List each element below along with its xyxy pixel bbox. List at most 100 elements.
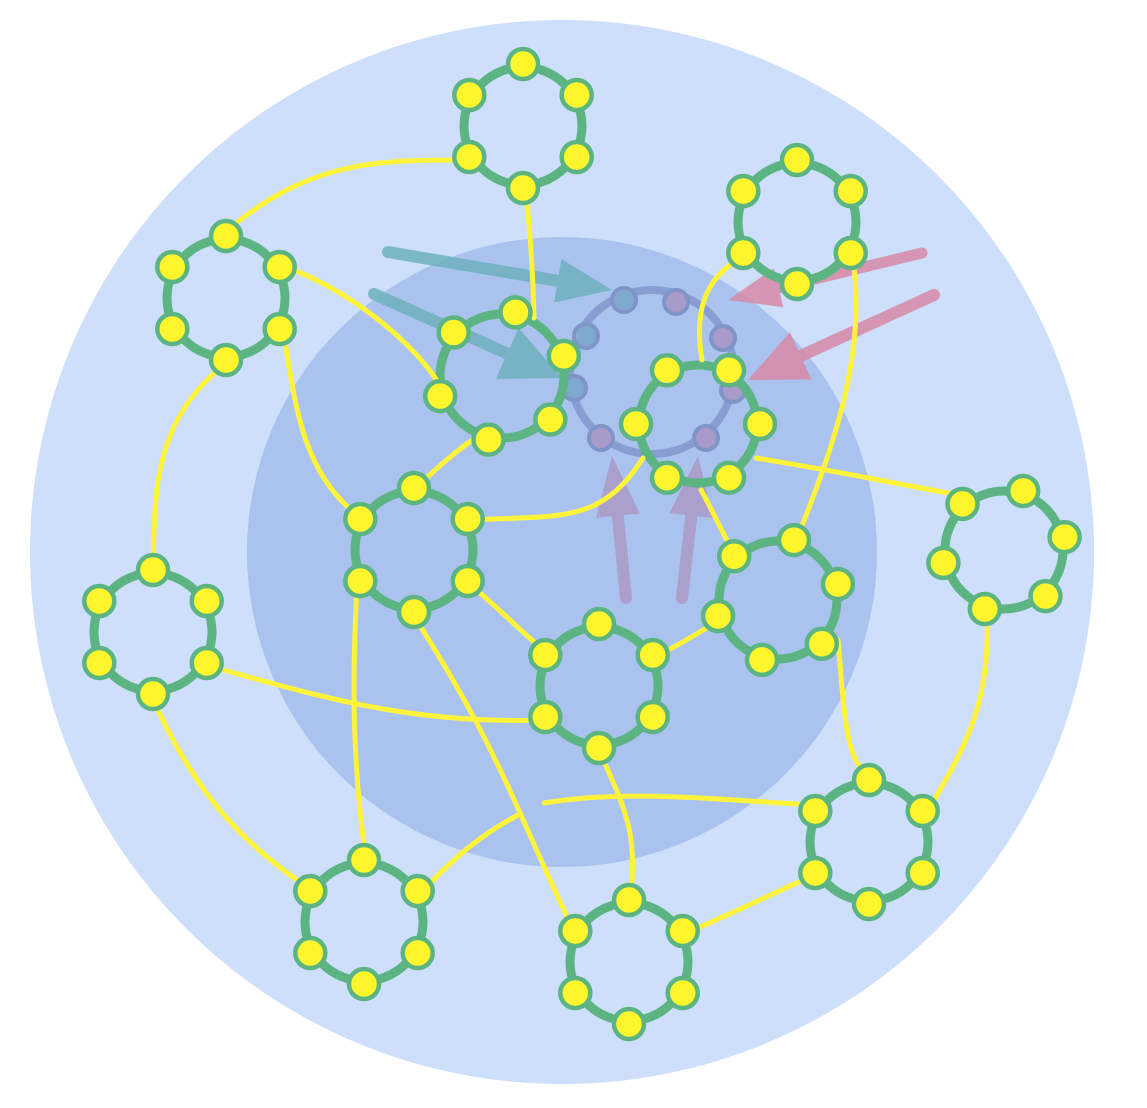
ring-node bbox=[804, 626, 840, 662]
ring-node bbox=[559, 139, 594, 175]
center-ring-node bbox=[610, 286, 638, 314]
ring-node bbox=[716, 538, 752, 574]
ring-node bbox=[779, 266, 815, 302]
ring-node bbox=[726, 235, 761, 271]
connection-link bbox=[150, 359, 231, 573]
arrow-teal-upper bbox=[382, 246, 612, 303]
connection-link bbox=[468, 455, 646, 523]
ring-node bbox=[711, 460, 747, 495]
ring-node bbox=[400, 873, 435, 909]
connection-link bbox=[696, 255, 744, 363]
connection-link bbox=[225, 157, 468, 233]
ring-node bbox=[505, 46, 541, 82]
ring-node bbox=[665, 913, 700, 949]
inner-circle bbox=[247, 237, 877, 867]
ring-node bbox=[262, 249, 297, 285]
ring-node bbox=[711, 353, 747, 388]
ring-node bbox=[798, 855, 833, 891]
ring-node bbox=[611, 1006, 647, 1042]
center-ring-node bbox=[572, 322, 600, 350]
ring-node bbox=[742, 406, 778, 442]
ring-node bbox=[498, 295, 533, 330]
ring-node bbox=[293, 935, 328, 971]
ring-node bbox=[155, 249, 190, 285]
ring-node bbox=[396, 594, 432, 630]
ring-node bbox=[346, 842, 382, 878]
ring-node bbox=[649, 353, 685, 388]
ring-node bbox=[1028, 578, 1063, 614]
ring-node bbox=[776, 522, 812, 558]
ring-node bbox=[851, 762, 887, 798]
ring-node bbox=[208, 342, 244, 378]
ring-node bbox=[155, 311, 190, 347]
connection-link bbox=[753, 455, 969, 499]
ring-node bbox=[208, 218, 244, 254]
ring-node bbox=[505, 170, 541, 206]
ring-node bbox=[635, 699, 670, 735]
ring-node bbox=[798, 793, 833, 829]
ring-node bbox=[452, 77, 487, 113]
ring-node bbox=[82, 583, 117, 619]
ring-node bbox=[189, 583, 224, 619]
ring-node bbox=[400, 935, 435, 971]
connection-link bbox=[351, 583, 369, 863]
ring-node bbox=[82, 645, 117, 681]
center-ring-node bbox=[662, 288, 690, 316]
ring-node bbox=[346, 966, 382, 1002]
ring-node bbox=[700, 598, 736, 634]
ring-node bbox=[905, 855, 940, 891]
ring-node bbox=[726, 173, 761, 209]
ring-node bbox=[581, 730, 617, 766]
ring-node bbox=[471, 422, 506, 457]
ring-node bbox=[581, 606, 617, 642]
ring-node bbox=[635, 637, 670, 673]
ring-node bbox=[396, 470, 432, 506]
ring-node bbox=[450, 563, 485, 599]
ring-node bbox=[452, 139, 487, 175]
connection-link bbox=[280, 263, 441, 385]
ring-node bbox=[262, 311, 297, 347]
ring-node bbox=[343, 501, 378, 537]
ring-node bbox=[967, 591, 1003, 627]
ring-node bbox=[528, 637, 563, 673]
connection-link bbox=[418, 812, 521, 896]
ring-node bbox=[450, 501, 485, 537]
ring-node bbox=[820, 566, 856, 602]
ring-node bbox=[546, 338, 582, 374]
ring-node bbox=[436, 315, 471, 350]
ring-node bbox=[343, 563, 378, 599]
connection-link bbox=[597, 749, 636, 901]
connection-link bbox=[924, 609, 990, 815]
ring-node bbox=[293, 873, 328, 909]
ring-node bbox=[189, 645, 224, 681]
ring-node bbox=[779, 142, 815, 178]
ring-node bbox=[851, 886, 887, 922]
connection-link bbox=[150, 697, 311, 891]
center-ring-node bbox=[692, 424, 720, 452]
ring-node bbox=[665, 975, 700, 1011]
ring-node bbox=[558, 913, 593, 949]
ring-node bbox=[618, 406, 654, 442]
connection-link bbox=[523, 189, 537, 321]
center-ring-node bbox=[587, 424, 615, 452]
ring-node bbox=[528, 699, 563, 735]
ring-node bbox=[945, 486, 980, 522]
ring-node bbox=[135, 552, 171, 588]
arrow-pink-lower bbox=[748, 289, 940, 380]
ring-node bbox=[649, 460, 685, 495]
connection-link bbox=[280, 327, 360, 518]
center-ring-node bbox=[709, 324, 737, 352]
ring-node bbox=[1005, 473, 1041, 509]
connection-link bbox=[541, 793, 815, 808]
ring-node bbox=[611, 882, 647, 918]
ring-nodes bbox=[82, 46, 1082, 1042]
ring-node bbox=[135, 676, 171, 712]
ring-node bbox=[833, 235, 868, 271]
connection-link bbox=[795, 255, 859, 539]
connection-link bbox=[412, 615, 575, 930]
ring-node bbox=[558, 975, 593, 1011]
ring-node bbox=[422, 378, 458, 414]
ring-node bbox=[1047, 519, 1082, 555]
ring-node bbox=[833, 173, 868, 209]
